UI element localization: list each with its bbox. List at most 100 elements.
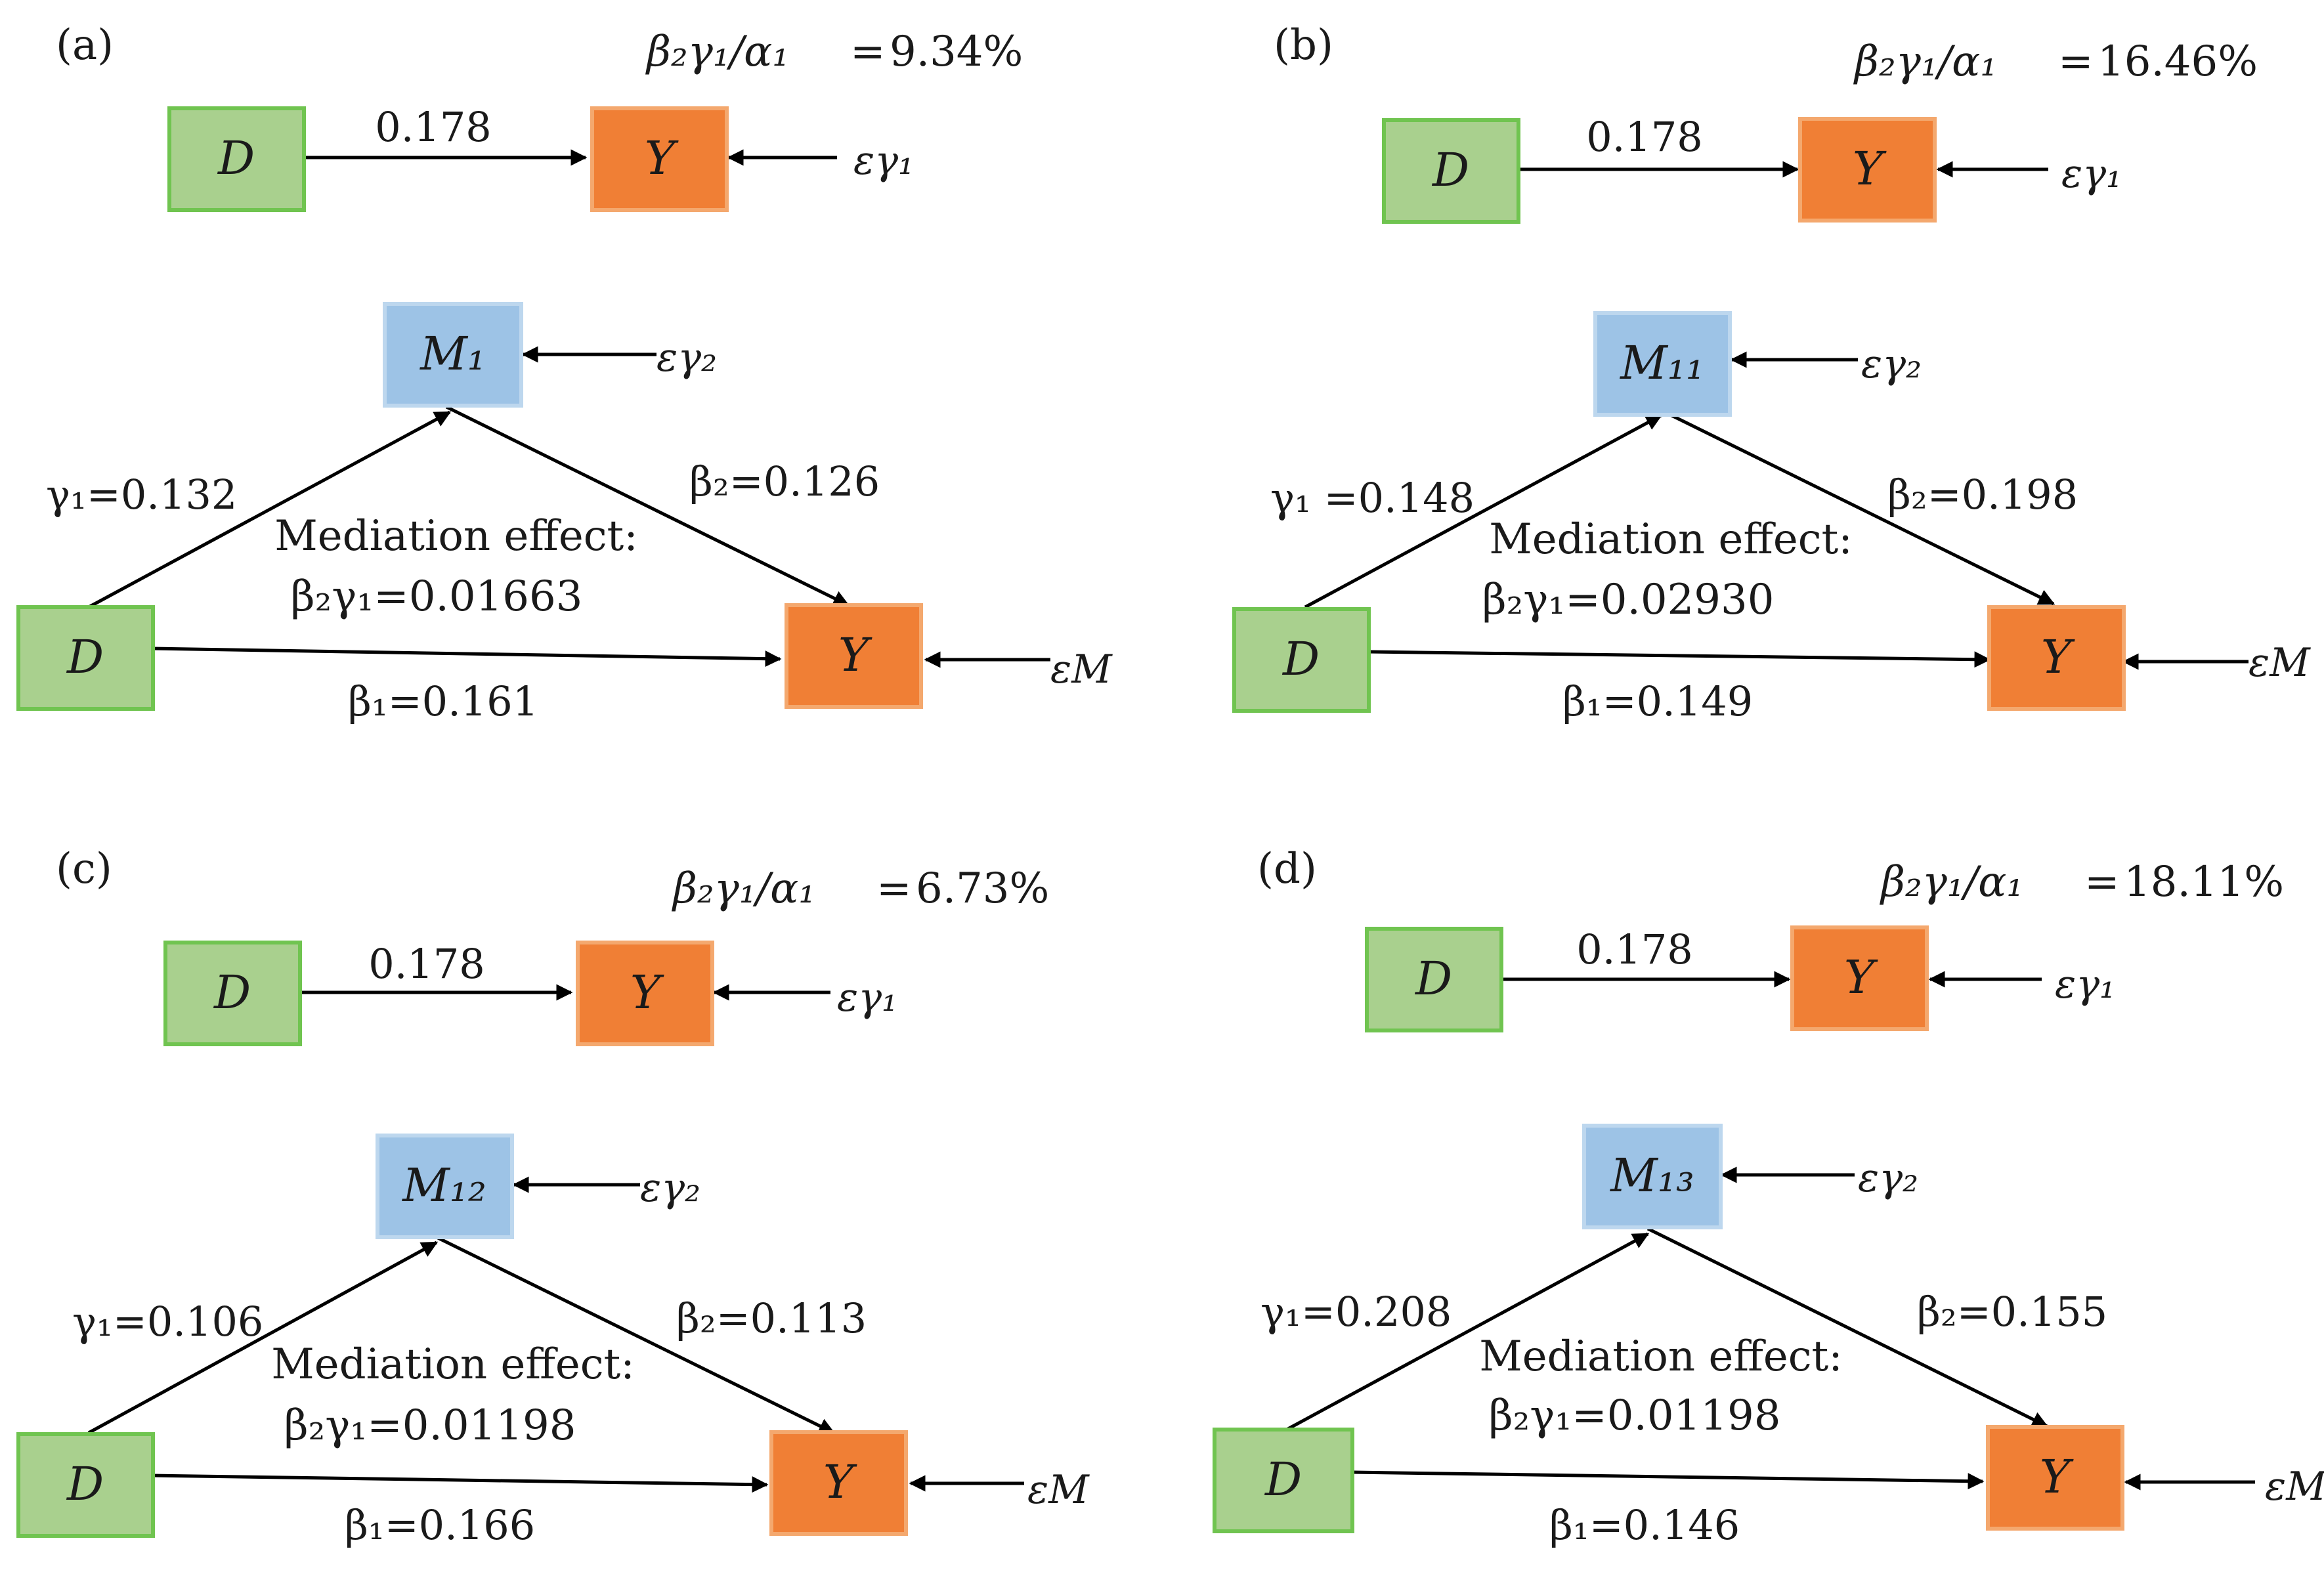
panel-label: (b) (1274, 21, 1333, 70)
treatment-node-d (163, 941, 302, 1046)
mediation-effect-title: Mediation effect: (1479, 1332, 1843, 1381)
ratio-formula: β₂γ₁/α₁ (1853, 37, 1997, 86)
outcome-label: Y (1844, 950, 1878, 1004)
error-term-label: εM (2249, 640, 2311, 686)
treatment-label: D (1414, 952, 1452, 1006)
treatment-node-d (1232, 607, 1371, 713)
outcome-label: Y (838, 628, 872, 682)
treatment-label: D (66, 1457, 104, 1511)
error-term-label: εγ₁ (2061, 151, 2122, 197)
mediation-effect-value: β₂γ₁=0.01198 (1489, 1391, 1781, 1440)
outcome-label: Y (2041, 630, 2075, 684)
panel-b: (b) β₂γ₁/α₁ = 16.46% D Y 0.178 εγ₁ M₁₁ D… (1232, 21, 2311, 725)
panel-label: (a) (56, 21, 114, 70)
error-term-label: εM (1050, 647, 1113, 692)
error-term-label: εγ₂ (656, 335, 717, 381)
error-term-label: εγ₂ (1858, 1155, 1918, 1201)
mediation-effect-title: Mediation effect: (271, 1340, 635, 1389)
outcome-node-y (590, 106, 729, 212)
error-term-label: εγ₁ (2055, 962, 2115, 1008)
ratio-formula: β₂γ₁/α₁ (672, 864, 815, 913)
outcome-node-y (576, 941, 714, 1046)
mediator-node (1582, 1124, 1723, 1229)
error-term-label: εM (1027, 1467, 1090, 1513)
mediation-effect-title: Mediation effect: (274, 512, 638, 561)
mediation-effect-title: Mediation effect: (1489, 515, 1853, 564)
mediator-node (1593, 311, 1732, 417)
beta2-path-arrow (1646, 1227, 2049, 1428)
ratio-formula: β₂γ₁/α₁ (645, 28, 789, 76)
panel-label: (c) (56, 845, 112, 893)
beta1-path-arrow (1352, 1470, 1985, 1490)
error-term-label: εM (2265, 1464, 2324, 1510)
ratio-value: 16.46% (2098, 37, 2258, 86)
treatment-node-d (16, 605, 155, 711)
ratio-equals: = (850, 28, 886, 76)
outcome-node-y (1986, 1425, 2124, 1531)
treatment-label: D (1264, 1453, 1302, 1506)
treatment-label: D (1281, 632, 1320, 686)
treatment-label: D (1431, 143, 1469, 197)
beta1-coefficient: β₁=0.146 (1549, 1501, 1740, 1549)
gamma1-path-arrow (87, 1241, 439, 1435)
mediator-label: M₁₂ (401, 1158, 486, 1212)
panel-a: (a) β₂γ₁/α₁ = 9.34% D Y 0.178 εγ₁ M₁ D Y… (16, 21, 1113, 725)
mediator-node (376, 1134, 514, 1239)
total-coefficient: 0.178 (1586, 113, 1703, 161)
error-term-label: εγ₂ (640, 1165, 700, 1211)
ratio-equals: = (2058, 37, 2094, 86)
outcome-label: Y (1853, 142, 1887, 196)
beta2-coefficient: β₂=0.155 (1917, 1288, 2107, 1336)
ratio-value: 18.11% (2124, 858, 2284, 906)
beta1-path-arrow (152, 1474, 769, 1493)
error-term-label: εγ₁ (853, 138, 914, 184)
mediation-effect-value: β₂γ₁=0.02930 (1482, 576, 1775, 624)
ratio-equals: = (2084, 858, 2120, 906)
beta1-coefficient: β₁=0.166 (345, 1501, 535, 1549)
total-coefficient: 0.178 (1576, 925, 1693, 973)
mediator-label: M₁₃ (1609, 1149, 1694, 1202)
treatment-node-d (1213, 1428, 1354, 1533)
beta1-path-arrow (1368, 650, 1991, 668)
mediator-label: M₁₁ (1619, 336, 1704, 390)
beta1-coefficient: β₁=0.149 (1562, 677, 1753, 725)
outcome-label: Y (823, 1455, 857, 1509)
gamma1-coefficient: γ₁=0.208 (1260, 1288, 1452, 1336)
gamma1-path-arrow (1285, 1232, 1650, 1432)
mediator-node (383, 302, 523, 408)
treatment-label: D (213, 965, 251, 1019)
outcome-node-y (769, 1430, 908, 1536)
ratio-value: 9.34% (890, 28, 1023, 76)
outcome-label: Y (630, 965, 664, 1019)
ratio-equals: = (876, 864, 912, 913)
panel-d: (d) β₂γ₁/α₁ = 18.11% D Y 0.178 εγ₁ M₁₃ D… (1213, 845, 2324, 1549)
outcome-node-y (1798, 117, 1937, 223)
total-coefficient: 0.178 (375, 103, 492, 151)
treatment-label: D (217, 131, 255, 185)
treatment-node-d (1382, 118, 1520, 224)
beta1-path-arrow (152, 647, 782, 668)
beta2-path-arrow (1660, 408, 2055, 606)
gamma1-coefficient: γ₁=0.106 (72, 1298, 263, 1346)
gamma1-path-arrow (1304, 414, 1663, 609)
beta2-coefficient: β₂=0.198 (1887, 471, 2078, 519)
beta1-coefficient: β₁=0.161 (348, 677, 538, 725)
beta2-path-arrow (445, 405, 850, 607)
error-term-label: εγ₂ (1861, 341, 1922, 387)
treatment-node-d (1365, 927, 1503, 1032)
ratio-value: 6.73% (916, 864, 1049, 913)
outcome-label: Y (2040, 1450, 2074, 1504)
beta2-path-arrow (435, 1235, 836, 1435)
outcome-node-y (785, 603, 923, 709)
gamma1-coefficient: γ₁=0.132 (46, 471, 237, 519)
total-coefficient: 0.178 (368, 940, 485, 988)
mediation-effect-value: β₂γ₁=0.01198 (284, 1401, 576, 1450)
treatment-label: D (66, 630, 104, 684)
ratio-formula: β₂γ₁/α₁ (1880, 858, 2023, 906)
panel-c: (c) β₂γ₁/α₁ = 6.73% D Y 0.178 εγ₁ M₁₂ D … (16, 845, 1090, 1549)
panel-label: (d) (1257, 845, 1317, 893)
gamma1-coefficient: γ₁ =0.148 (1270, 474, 1474, 522)
treatment-node-d (167, 106, 306, 212)
